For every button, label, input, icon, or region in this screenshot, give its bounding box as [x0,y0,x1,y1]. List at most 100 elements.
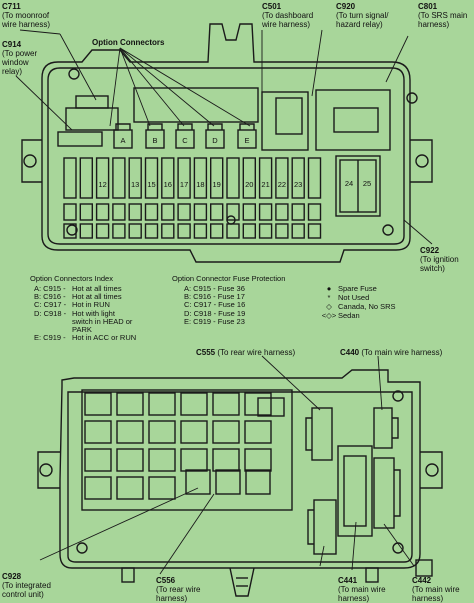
callout-c801: C801 (To SRS main harness) [418,2,467,29]
fuse-slot-small [95,203,110,221]
fuse-slot-small [79,203,94,221]
index-key: A: C915 - [34,284,66,293]
callout-c711: C711 (To moonroof wire harness) [2,2,50,29]
fuse-slot [209,157,224,199]
fuse-slot-small [209,203,224,221]
callout-code: C555 [196,348,216,357]
relay-cell [84,392,112,416]
callout-code: C928 [2,572,22,581]
fuse-slot-small [242,223,257,239]
relay-cell [148,448,176,472]
fuse-slot-small [258,203,273,221]
index-row: PARK [34,325,92,334]
protection-title: Option Connector Fuse Protection [172,274,286,283]
callout-code: C556 [156,576,176,585]
callout-c501: C501 (To dashboard wire harness) [262,2,313,29]
option-letter: D [212,136,218,145]
callout-c441: C441 (To main wire harness) [338,576,386,603]
fuse-slot-small [112,223,126,239]
legend-row: ●Spare Fuse [320,284,377,293]
fuse-number: 16 [164,180,172,189]
relay-cell [116,448,144,472]
callout-code: C442 [412,576,432,585]
callout-c914: C914 (To power window relay) [2,40,37,76]
fuse-slot [95,157,110,199]
index-title: Option Connectors Index [30,274,113,283]
fuse-number: 21 [261,180,269,189]
fuse-slot-small [226,223,240,239]
callout-desc: (To power [2,49,38,58]
relay-cell [116,392,144,416]
callout-code: C440 [340,348,360,357]
callout-desc: (To rear wire harness) [217,348,296,357]
fuse-slot-small [144,223,159,239]
callout-c555: C555 (To rear wire harness) [196,348,295,357]
legend-row: * Not Used [320,293,370,302]
fuse-slot-small [128,203,142,221]
callout-c920: C920 (To turn signal/ hazard relay) [336,2,388,29]
index-row: A: C915 - Hot at all times [34,284,122,293]
relay-cell [84,476,112,500]
fuse-number: 25 [363,179,371,188]
top-fuse-box-outline [21,23,433,263]
fuse-slot [226,157,240,199]
fuse-number: 20 [245,180,253,189]
relay-cell [148,476,176,500]
fuse-number: 15 [147,180,155,189]
callout-desc: (To dashboard [262,11,314,20]
relay-cell [212,448,240,472]
fuse-slot-small [177,203,191,221]
callout-desc: harness) [338,594,370,603]
callout-desc: window [2,58,29,67]
fuse-slot-small [63,223,77,239]
relay-cell [180,392,208,416]
fuse-slot-small [291,203,305,221]
fuse-slot-small [209,223,224,239]
fuse-slot-small [275,203,289,221]
fuse-slot [275,157,289,199]
callout-desc: (To main wire [412,585,460,594]
callout-code: C441 [338,576,358,585]
callout-c442: C442 (To main wire harness) [412,576,460,603]
legend-row: <◇>Sedan [320,311,360,320]
protection-row: B: C916 - Fuse 17 [184,292,245,302]
relay-cell [244,420,272,444]
bottom-leader-lines [39,355,415,575]
fuse-slot-small [275,223,289,239]
callout-desc: (To integrated [2,581,51,590]
protection-row: D: C918 - Fuse 19 [184,308,246,318]
callout-code: C801 [418,2,438,11]
fuse-number: 23 [294,180,302,189]
index-row: switch in HEAD or [34,317,132,326]
index-value: Hot at all times [72,284,122,293]
relay-cell [84,448,112,472]
legend-text: Canada, No SRS [338,302,396,311]
index-row: E: C919 -Hot in ACC or RUN [34,333,136,342]
legend-text: Not Used [338,293,370,302]
protection-row: A: C915 - Fuse 36 [184,284,245,293]
fuse-number: 24 [345,179,353,188]
relay-cell [212,420,240,444]
callout-desc: control unit) [2,590,44,599]
fuse-slot-small [144,203,159,221]
option-connectors-label: Option Connectors [92,38,165,47]
index-key: B: C916 - [34,292,66,302]
callout-desc: relay) [2,67,23,76]
fuse-slot [307,157,322,199]
fuse-slot [128,157,142,199]
callout-desc: wire harness) [2,20,51,29]
index-value: Hot in RUN [72,300,110,310]
fuse-slot [193,157,208,199]
fuse-number: 17 [180,180,188,189]
legend-symbol: ● [326,284,332,293]
callout-desc: wire harness) [262,20,311,29]
option-letter: B [152,136,157,145]
fuse-slot-small [177,223,191,239]
callout-code: C914 [2,40,22,49]
fuse-number: 18 [196,180,204,189]
callout-code: C711 [2,2,21,11]
relay-cell [116,420,144,444]
fuse-slot-small [226,203,240,221]
protection-row: C: C917 - Fuse 16 [184,300,246,310]
legend-symbol: * [327,293,331,302]
